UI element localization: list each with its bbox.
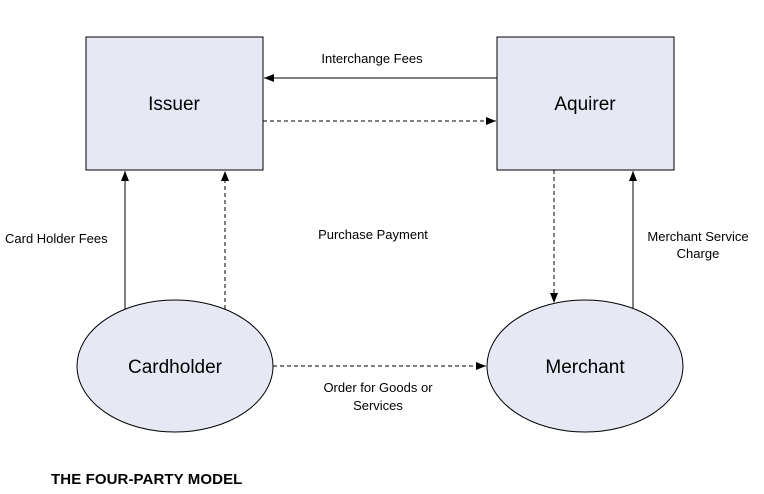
order-label-line2: Services [353,398,403,413]
card-holder-fees-label: Card Holder Fees [5,231,108,246]
issuer-label: Issuer [148,94,200,115]
issuer-box [85,36,264,171]
merchant-service-charge-label-line2: Charge [677,246,720,261]
cardholder-label: Cardholder [128,357,223,378]
merchant-service-charge-label-line1: Merchant Service [647,229,748,244]
purchase-payment-label: Purchase Payment [318,227,428,242]
diagram-caption: THE FOUR-PARTY MODEL [51,471,243,488]
order-label-line1: Order for Goods or [323,380,433,395]
merchant-ellipse [486,299,684,433]
acquirer-box [496,36,675,171]
merchant-label: Merchant [545,357,625,378]
interchange-fees-label: Interchange Fees [321,51,423,66]
acquirer-label: Aquirer [554,94,616,115]
